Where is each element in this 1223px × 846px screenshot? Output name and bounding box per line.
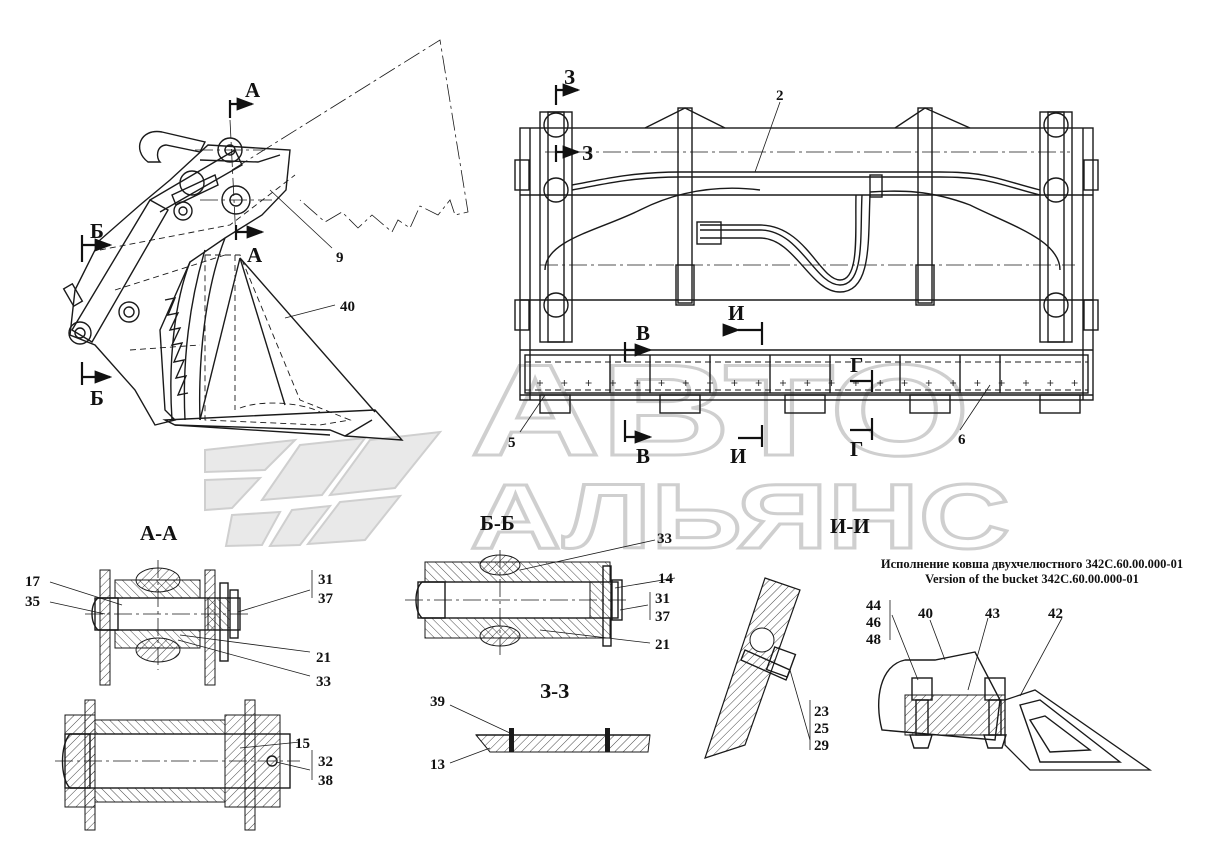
section-title-ii: И-И — [830, 514, 870, 538]
part-label-32: 32 — [318, 754, 333, 770]
part-label-14: 14 — [658, 571, 674, 587]
bucket-front-view — [514, 101, 1099, 433]
section-letter-g-bottom: Г — [850, 437, 863, 461]
part-label-31-a: 31 — [318, 572, 333, 588]
section-letter-v-top: В — [636, 321, 650, 345]
part-label-5: 5 — [508, 435, 516, 451]
part-label-15: 15 — [295, 736, 310, 752]
section-letter-a-bottom: А — [247, 243, 263, 267]
variant-caption-ru: Исполнение ковша двухчелюстного 342С.60.… — [881, 557, 1183, 571]
section-letter-a-top: А — [245, 78, 261, 102]
section-title-zz: З-З — [540, 679, 569, 703]
section-letter-g-top: Г — [850, 353, 863, 377]
part-label-13: 13 — [430, 757, 445, 773]
section-aa-upper — [49, 560, 313, 686]
part-label-46: 46 — [866, 615, 882, 631]
section-aa-lower — [55, 699, 313, 831]
part-label-40: 40 — [340, 299, 355, 315]
section-letter-i-top: И — [728, 301, 744, 325]
section-zz — [449, 704, 651, 764]
section-mark-b-bottom — [80, 362, 113, 385]
part-label-35: 35 — [25, 594, 40, 610]
part-label-31-b: 31 — [655, 591, 670, 607]
section-title-aa: А-А — [140, 521, 178, 545]
part-label-29: 29 — [814, 738, 829, 754]
part-label-25: 25 — [814, 721, 829, 737]
part-label-37-b: 37 — [655, 609, 671, 625]
part-label-42: 42 — [1048, 606, 1063, 622]
part-label-33-b: 33 — [657, 531, 672, 547]
part-label-43: 43 — [985, 606, 1000, 622]
part-label-2: 2 — [776, 88, 784, 104]
part-label-21-a: 21 — [316, 650, 331, 666]
section-letter-b-bottom: Б — [90, 386, 104, 410]
section-letter-i-bottom: И — [730, 444, 746, 468]
section-letter-v-bottom: В — [636, 444, 650, 468]
variant-caption-en: Version of the bucket 342C.60.00.000-01 — [925, 572, 1139, 586]
section-mark-v — [623, 342, 653, 444]
section-title-bb: Б-Б — [480, 511, 515, 535]
section-mark-a-top — [228, 97, 255, 118]
watermark-line2: АЛЬЯНС — [470, 466, 1010, 568]
section-mark-b-top — [80, 235, 113, 262]
section-letter-z-mid: З — [582, 141, 593, 165]
part-label-44: 44 — [866, 598, 882, 614]
part-label-38: 38 — [318, 773, 333, 789]
section-mark-g — [850, 370, 874, 440]
part-label-37-a: 37 — [318, 591, 334, 607]
section-ii — [704, 577, 811, 759]
watermark-logo — [204, 430, 443, 548]
section-letter-b-top: Б — [90, 219, 104, 243]
part-label-33-a: 33 — [316, 674, 331, 690]
part-label-39: 39 — [430, 694, 445, 710]
part-label-21-b: 21 — [655, 637, 670, 653]
bucket-side-view — [62, 39, 469, 441]
section-mark-i — [722, 322, 764, 447]
part-label-40-b: 40 — [918, 606, 933, 622]
watermark-line1: АВТО — [470, 337, 970, 483]
section-mark-z — [554, 83, 581, 162]
variant-detail — [878, 600, 1153, 771]
section-mark-a-bottom — [234, 225, 265, 240]
bolt-marks — [537, 380, 1078, 386]
section-bb — [405, 539, 676, 655]
part-label-17: 17 — [25, 574, 41, 590]
part-label-48: 48 — [866, 632, 881, 648]
section-letter-z-top: З — [564, 65, 575, 89]
part-label-9: 9 — [336, 250, 344, 266]
part-label-23: 23 — [814, 704, 829, 720]
part-label-6: 6 — [958, 432, 966, 448]
